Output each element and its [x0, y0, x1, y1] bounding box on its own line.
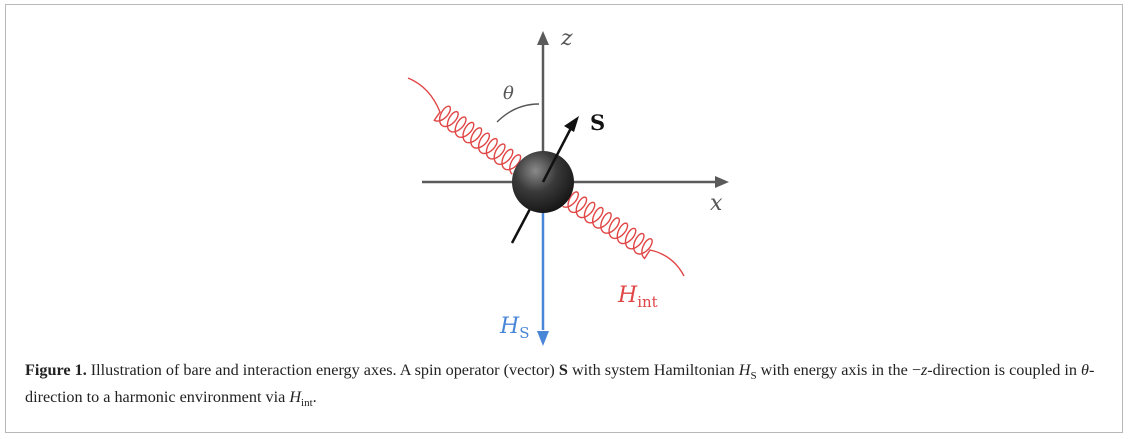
- hs-label: HS: [499, 314, 529, 342]
- theta-label: θ: [503, 83, 514, 104]
- z-axis-arrowhead: [537, 31, 549, 45]
- spin-vector: [541, 127, 573, 183]
- coupling-spring-lower: [562, 191, 685, 277]
- theta-arc: [496, 103, 540, 123]
- coupling-spring-upper: [407, 77, 522, 175]
- spin-vector-arrowhead: [564, 116, 579, 132]
- spin-label: S: [590, 110, 605, 135]
- caption-label: Figure 1.: [25, 361, 87, 379]
- hint-label: Hint: [617, 283, 658, 311]
- figure-caption: Figure 1. Illustration of bare and inter…: [25, 361, 1095, 410]
- x-axis-label: x: [710, 191, 723, 216]
- z-axis-label: z: [560, 26, 573, 51]
- hs-axis-arrowhead: [537, 331, 549, 346]
- figure-frame: [5, 4, 1123, 433]
- x-axis-arrowhead: [715, 176, 729, 188]
